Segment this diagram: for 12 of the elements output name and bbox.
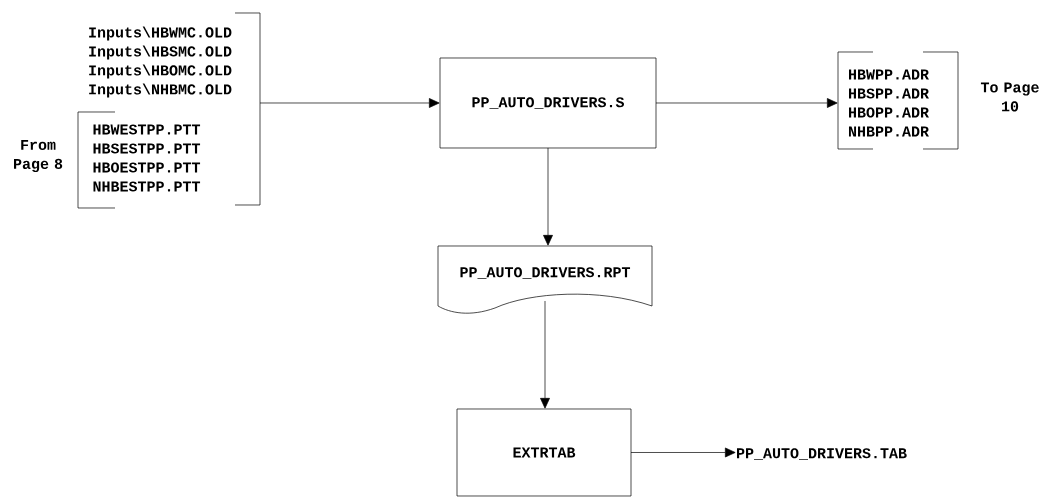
arrow	[540, 300, 550, 409]
process-box: EXTRTAB	[456, 408, 632, 497]
file-list-bracket: HBWPP.ADR HBSPP.ADR HBOPP.ADR NHBPP.ADR	[837, 51, 959, 150]
arrow	[543, 147, 553, 246]
page-reference: To Page 10	[980, 82, 1039, 112]
process-box: PP_AUTO_DRIVERS.S	[439, 57, 657, 149]
page-reference: From Page 8	[14, 139, 63, 173]
arrow	[630, 447, 736, 458]
file-list-bracket: Inputs\HBWMC.OLD Inputs\HBSMC.OLD Inputs\HBOMC.OLD Inputs\NHBMC.OLD HBWESTPP.PTT HBSESTPP.PTT HBOESTPP.PTT NHBESTPP.PTT	[77, 12, 261, 209]
arrow	[655, 98, 838, 108]
file-label: PP_AUTO_DRIVERS.TAB	[737, 448, 907, 460]
arrow	[259, 98, 440, 108]
